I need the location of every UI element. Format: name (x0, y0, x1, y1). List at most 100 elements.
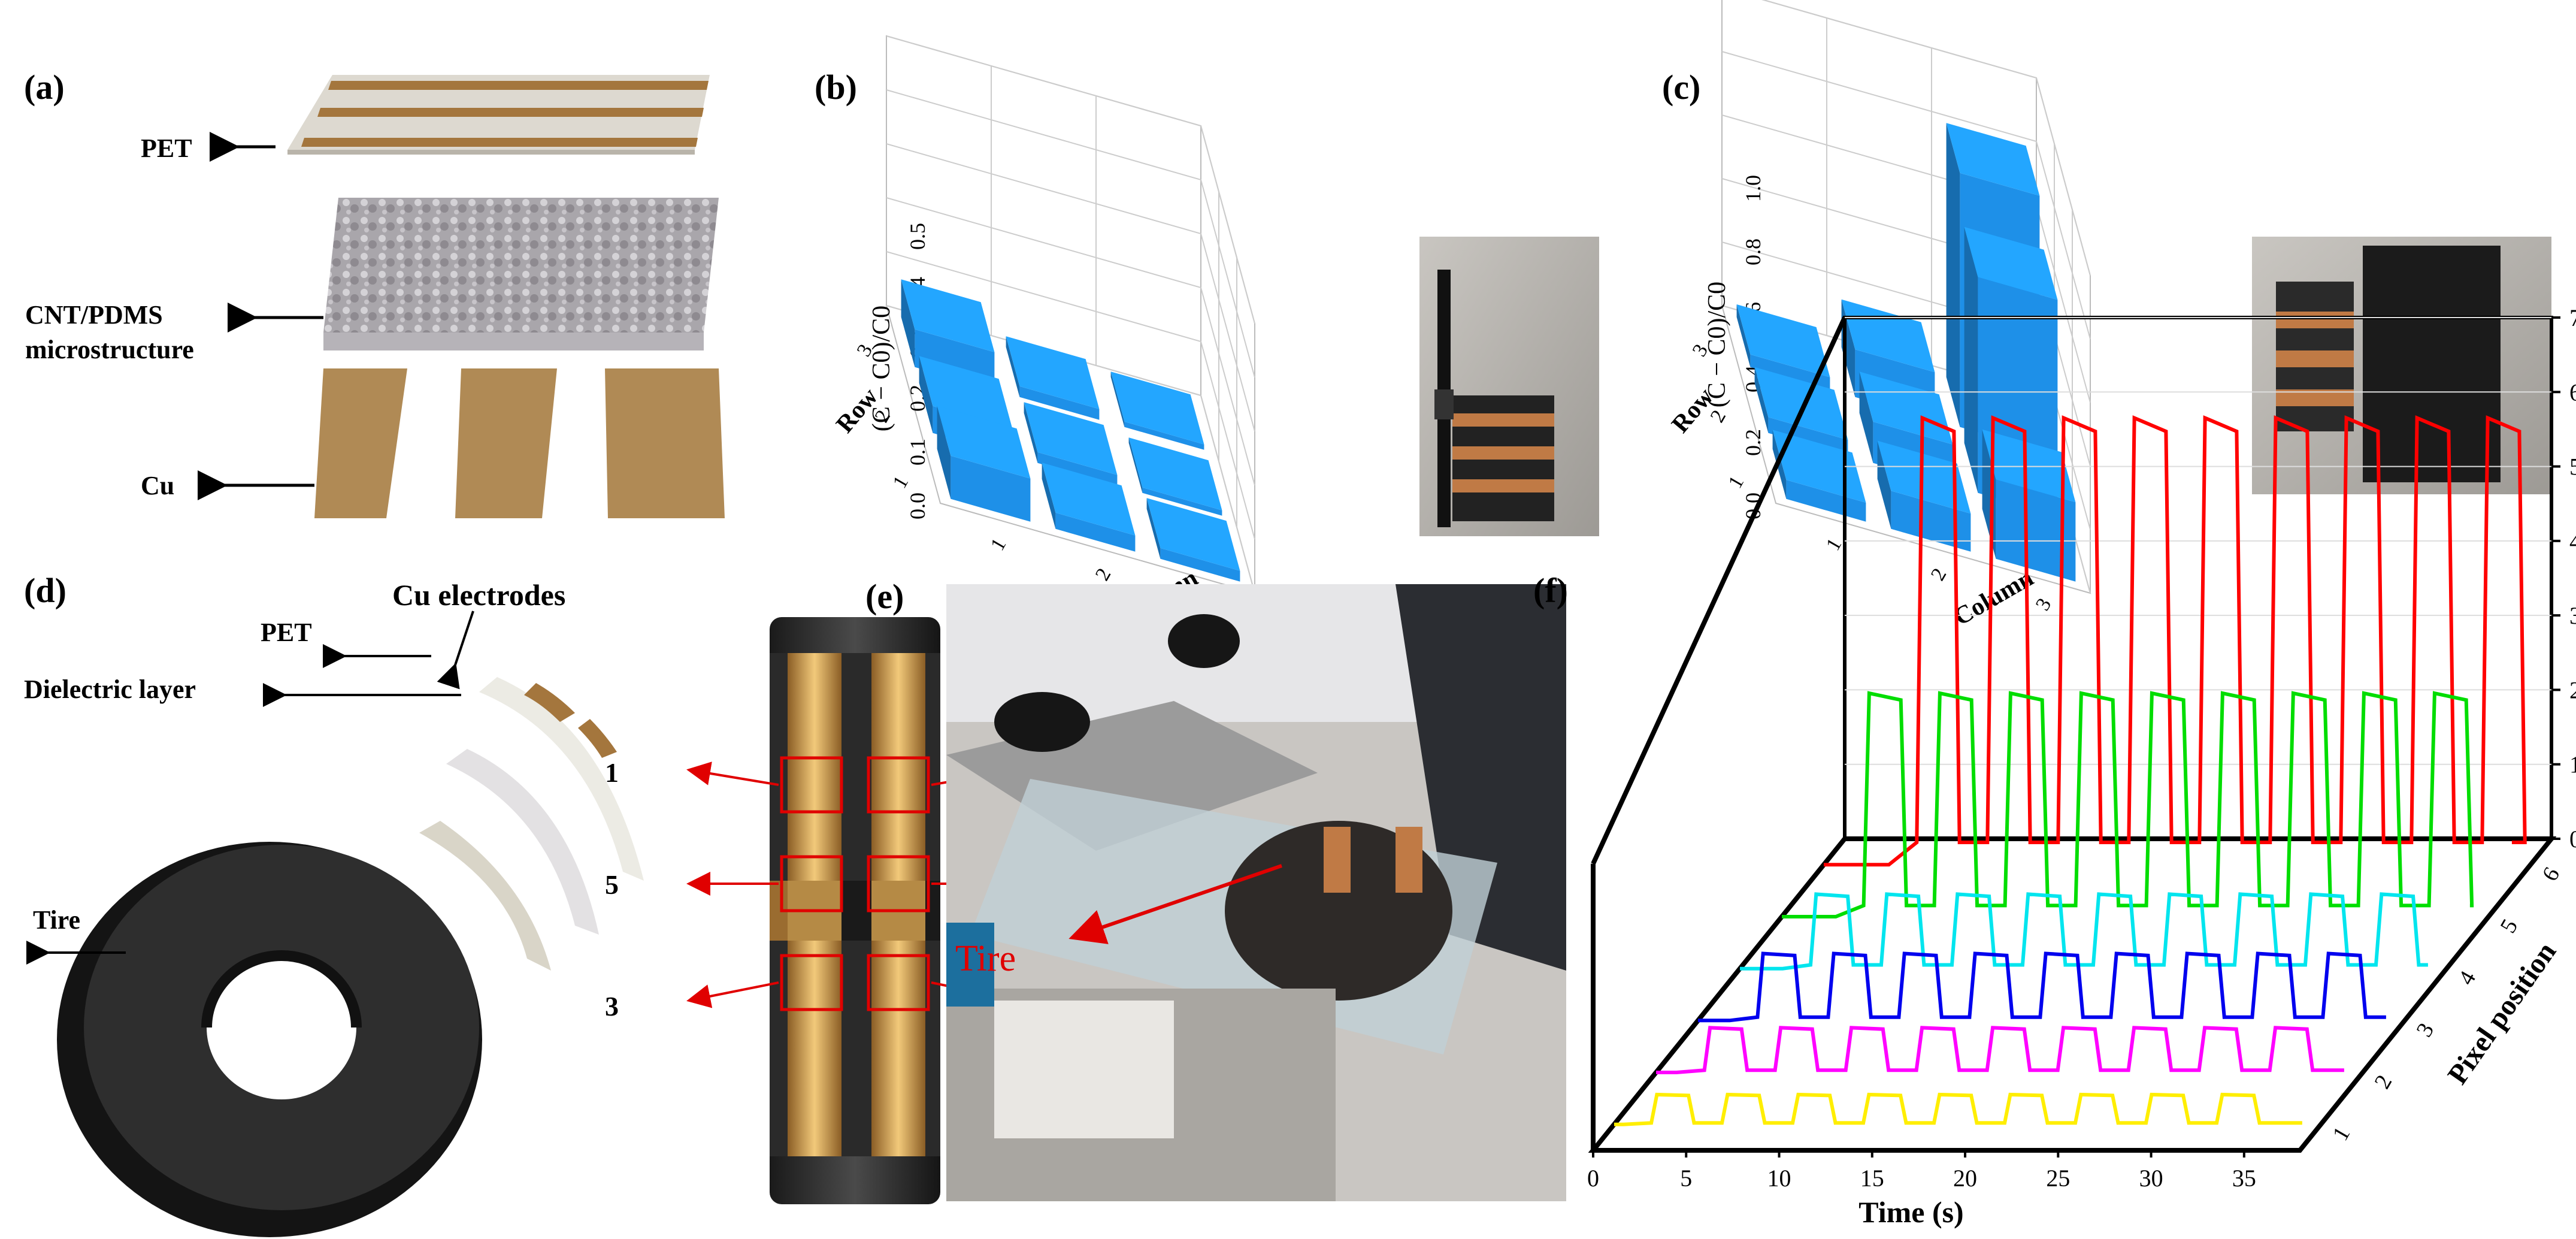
z-tick-label: 1 (2569, 751, 2576, 778)
bar-front (1750, 354, 1830, 390)
column-tick-label: 1 (1822, 534, 1847, 554)
bar-top (1859, 371, 1953, 445)
series-line-pixel-3 (1698, 951, 2386, 1023)
bar (1042, 463, 1136, 552)
bar (1146, 498, 1240, 582)
tire-ring (57, 842, 482, 1237)
column-tick-label: 3 (2032, 594, 2056, 614)
z-tick-label: 5 (2569, 454, 2576, 481)
bar-top (1772, 430, 1866, 503)
cu-label: Cu (141, 471, 174, 500)
bar-front (1996, 479, 2076, 582)
bar (937, 406, 1031, 522)
dielectric-label: Dielectric layer (24, 675, 196, 704)
cnt-pdms-layer (323, 198, 719, 350)
tire-label-d: Tire (33, 905, 80, 935)
bar-side (1006, 336, 1020, 397)
z-tick-label: 1.0 (1741, 175, 1765, 202)
curved-layers (419, 677, 644, 971)
bar-side (1964, 226, 1978, 493)
z-tick-label: 6 (2569, 379, 2576, 406)
chart-b: 0.00.10.20.30.40.5(C − C0)/C0123123RowCo… (831, 35, 1256, 631)
bar-top (1006, 336, 1100, 409)
panel-e: (e) Tire (865, 577, 1566, 1201)
panel-c: (c) 0.00.20.40.60.81.0(C − C0)/C0123123R… (1662, 0, 2551, 631)
tire-sample (2363, 246, 2501, 482)
bar (1736, 304, 1830, 390)
cu-layer (314, 368, 725, 518)
z-axis-label: (C − C0)/C0 (868, 306, 895, 431)
z-tick-label: 0.1 (906, 439, 930, 466)
bar-top (1024, 402, 1118, 475)
bar-side (1946, 123, 1960, 427)
microstructure-label: microstructure (25, 335, 194, 364)
bar-front (1124, 421, 1204, 450)
bar-top (1736, 304, 1830, 377)
bar-top (1110, 371, 1204, 445)
bar-top (1964, 226, 2058, 300)
pixel-3-label: 3 (605, 991, 619, 1022)
row-tick-label: 1 (1724, 472, 1749, 492)
pet-layer (287, 75, 710, 155)
bar-side (1128, 437, 1143, 493)
series-line-pixel-6 (1824, 415, 2527, 867)
column-tick-label: 1 (986, 534, 1011, 554)
pixel-tick-label: 6 (2537, 863, 2565, 885)
z-axis-label: (C − C0)/C0 (1703, 282, 1731, 407)
x-tick-label: 0 (1587, 1165, 1599, 1192)
bar-top (1754, 367, 1848, 440)
series-line-pixel-4 (1740, 892, 2428, 971)
bar-top (901, 279, 995, 352)
photo-c (2252, 237, 2551, 494)
series-line-pixel-5 (1782, 691, 2474, 918)
tire-strip (770, 617, 940, 1204)
series-line-pixel-1 (1614, 1092, 2302, 1126)
column-tick-label: 2 (1927, 564, 1951, 584)
bar-top (1946, 123, 2040, 196)
x-tick-label: 20 (1953, 1165, 1977, 1192)
z-tick-label: 0.5 (906, 223, 930, 250)
z-tick-label: 0.8 (1741, 238, 1765, 265)
bar-side (1736, 304, 1751, 367)
pixel-5-label: 5 (605, 869, 619, 900)
bar-side (1110, 371, 1125, 427)
pixel-axis-label: Pixel position (2441, 936, 2562, 1090)
panel-b-label: (b) (815, 68, 857, 107)
bar-front (951, 455, 1031, 522)
bar-side (901, 279, 915, 367)
bar-front (1160, 548, 1240, 582)
z-tick-label: 7 (2569, 304, 2576, 331)
panel-a-label: (a) (24, 68, 65, 107)
bar-side (937, 406, 951, 499)
bar-front (1891, 491, 1971, 552)
panel-f-label: (f) (1533, 571, 1568, 610)
bar-side (1024, 402, 1038, 463)
bar (1128, 437, 1222, 516)
pixel-tick-label: 1 (2327, 1123, 2355, 1145)
bar-side (1754, 367, 1769, 433)
panel-a: (a) PET CNT/PDMS microstructure Cu (24, 68, 725, 518)
pixel-tick-label: 2 (2369, 1071, 2397, 1093)
x-tick-label: 10 (1767, 1165, 1791, 1192)
box-edge (1591, 316, 1847, 865)
bar-top (1146, 498, 1240, 571)
bar (1877, 440, 1971, 552)
x-tick-label: 25 (2046, 1165, 2070, 1192)
tire-label-e: Tire (955, 938, 1016, 979)
x-tick-label: 15 (1860, 1165, 1884, 1192)
bar-top (1128, 437, 1222, 510)
pixel-tick-label: 4 (2453, 967, 2481, 989)
panel-b: (b) 0.00.10.20.30.40.5(C − C0)/C0123123R… (815, 35, 1599, 631)
box-floor (1588, 836, 2557, 1153)
bar (1110, 371, 1204, 450)
bar-front (1055, 512, 1136, 552)
panel-c-label: (c) (1662, 68, 1700, 107)
z-tick-label: 3 (2569, 602, 2576, 629)
z-tick-label: 4 (2569, 528, 2576, 555)
pet-label-d: PET (261, 618, 312, 647)
x-tick-label: 35 (2232, 1165, 2256, 1192)
bar-front (1142, 487, 1222, 516)
z-tick-label: 0.2 (1741, 429, 1765, 456)
bar-side (1042, 463, 1056, 529)
